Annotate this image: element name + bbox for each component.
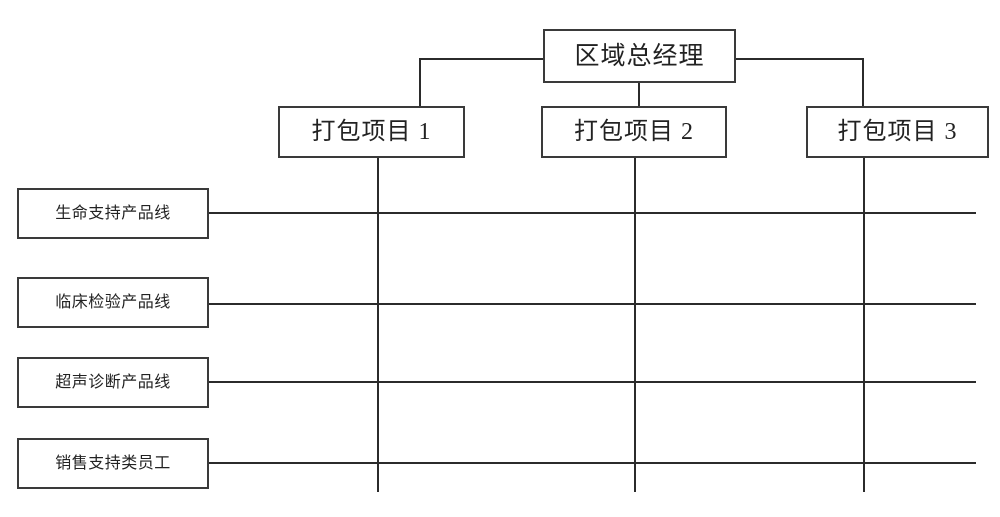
node-label-product-line-1: 生命支持产品线 — [55, 204, 171, 222]
node-label-project-3: 打包项目 3 — [837, 119, 958, 145]
node-project-1[interactable]: 打包项目 1 — [278, 106, 465, 158]
project-spine-3 — [863, 157, 865, 492]
connector-drop-project-3 — [862, 58, 864, 107]
node-product-line-life-support[interactable]: 生命支持产品线 — [17, 188, 209, 239]
project-spine-2 — [634, 157, 636, 492]
product-line-rail-4 — [208, 462, 976, 464]
node-label-product-line-4: 销售支持类员工 — [55, 454, 171, 472]
node-product-line-clinical-testing[interactable]: 临床检验产品线 — [17, 277, 209, 328]
node-label-regional-general-manager: 区域总经理 — [574, 42, 705, 70]
node-product-line-sales-support[interactable]: 销售支持类员工 — [17, 438, 209, 489]
connector-bus-right — [735, 58, 863, 60]
node-label-project-1: 打包项目 1 — [311, 119, 432, 145]
node-regional-general-manager[interactable]: 区域总经理 — [543, 29, 736, 83]
node-label-product-line-3: 超声诊断产品线 — [55, 373, 171, 391]
connector-drop-project-2 — [638, 82, 640, 107]
node-project-2[interactable]: 打包项目 2 — [541, 106, 727, 158]
project-spine-1 — [377, 157, 379, 492]
product-line-rail-3 — [208, 381, 976, 383]
connector-drop-project-1 — [419, 58, 421, 107]
node-project-3[interactable]: 打包项目 3 — [806, 106, 989, 158]
product-line-rail-1 — [208, 212, 976, 214]
node-label-product-line-2: 临床检验产品线 — [55, 293, 171, 311]
connector-bus-left — [420, 58, 544, 60]
product-line-rail-2 — [208, 303, 976, 305]
node-product-line-ultrasound-diagnostics[interactable]: 超声诊断产品线 — [17, 357, 209, 408]
node-label-project-2: 打包项目 2 — [574, 119, 694, 145]
